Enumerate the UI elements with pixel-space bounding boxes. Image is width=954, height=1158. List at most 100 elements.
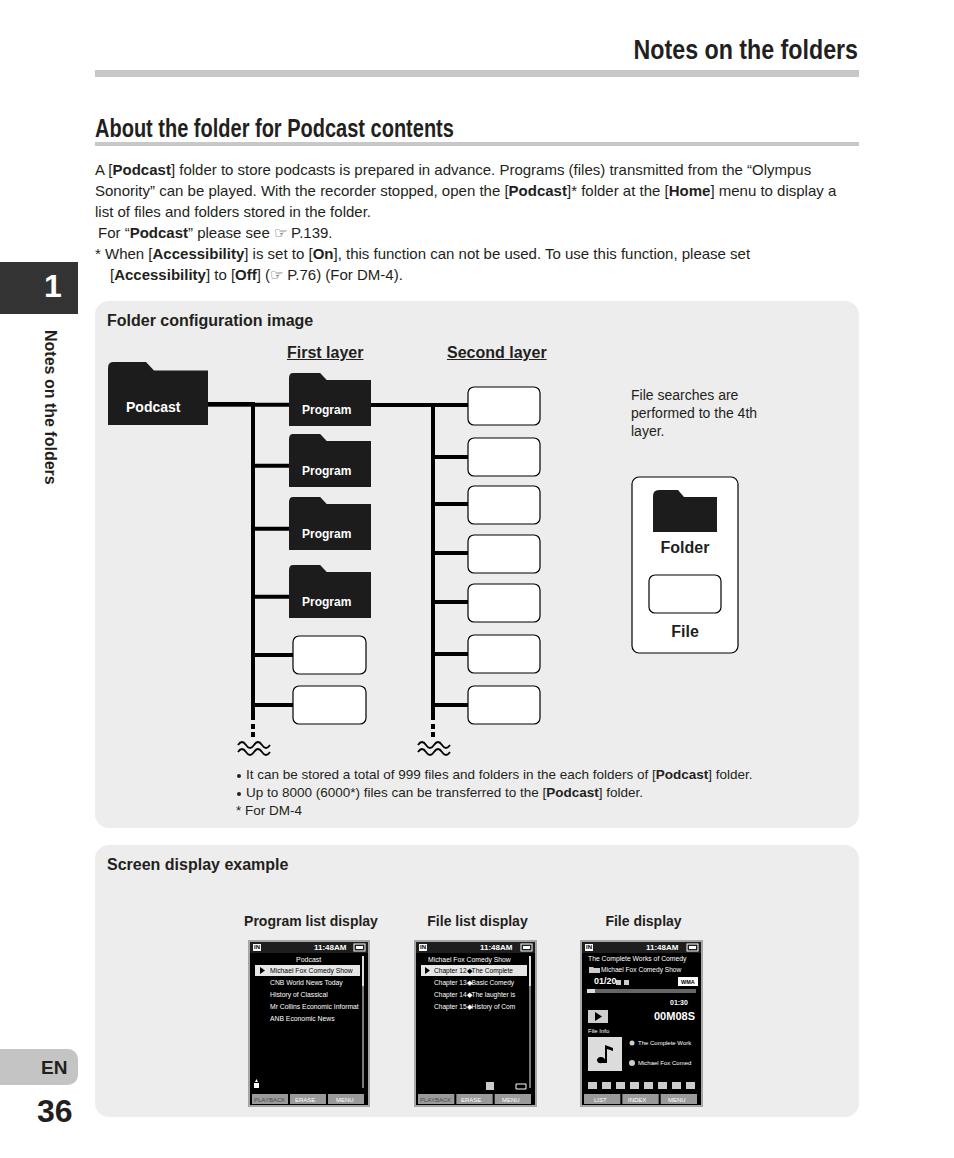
section-heading: About the folder for Podcast contents [95,114,454,143]
panel-node: Screen display exampleProgram list displ… [95,845,859,1117]
note-list: It can be stored a total of 999 files an… [246,766,851,820]
bold-term: Podcast [656,767,709,782]
layer-heading: First layer [287,344,363,362]
folder-shape [289,373,371,426]
screen-caption: File display [562,912,725,930]
screen-text: 11:48AM [646,943,678,952]
screen-text: INDEX [628,1097,646,1104]
bold-term: Podcast [509,182,567,199]
note-text: File searches are performed to the 4th l… [631,386,781,440]
bold-term: Podcast [130,224,188,241]
footnote-text: * For DM-4 [236,802,851,820]
folder-node: Program [289,434,371,487]
body-paragraph: A [Podcast] folder to store podcasts is … [95,159,840,222]
screen-text: History of Classical [270,991,328,999]
screen-text: LIST [594,1097,607,1104]
folder-node: Program [289,565,371,618]
panel-heading: Screen display example [107,856,288,874]
screen-text: Podcast [296,956,321,964]
bullet-dot [237,792,241,796]
bold-term: Home [669,182,711,199]
folder-node: Podcast [108,362,208,425]
folder-label: Program [302,403,351,417]
file-box [293,387,540,724]
page-title: Notes on the folders [634,35,858,66]
screen-text: PLAYBACK [254,1097,285,1104]
language-tab [0,1049,78,1085]
screen-text: ERASE [295,1097,315,1104]
screen-text: Mr Collins Economic Informat [270,1003,359,1011]
screen-node: Program list displayIN11:48AMPodcastMich… [248,940,370,1107]
bold-term: On [313,245,334,262]
legend-box [632,477,738,653]
continuation-wave [238,742,450,755]
screen-text: Chapter 15◆History of Com [434,1003,515,1011]
screen-text: MENU [668,1097,686,1104]
bold-term: Off [235,266,257,283]
folder-label: Program [302,527,351,541]
screen-text: 00M08S [654,1010,695,1023]
screen-text: 11:48AM [480,943,512,952]
screen-text: Chapter 12◆The Complete [434,967,513,975]
screen-caption: File list display [396,912,559,930]
body-paragraph: For “Podcast” please see ☞ P.139. [98,222,840,243]
legend-text: File [632,623,738,641]
screen-text: Chapter 14◆The laughter is [434,991,515,999]
rule-bar [95,70,859,77]
screen-text: ERASE [461,1097,481,1104]
language-code: EN [41,1057,67,1079]
tree-connector [208,404,289,529]
screen-text: The Complete Work [638,1040,691,1047]
legend-text: Folder [632,539,738,557]
text-column: A [Podcast] folder to store podcasts is … [95,159,840,285]
folder-shape [289,434,371,487]
screen-node: File displayIN11:48AMThe Complete Works … [580,940,703,1107]
screen-node: File list displayIN11:48AMMichael Fox Co… [414,940,537,1107]
chapter-side-title: Notes on the folders [41,330,59,485]
folder-node: Program [289,497,371,550]
folder-sample [653,490,717,532]
screen-text: The Complete Works of Comedy [588,955,686,963]
bold-term: Podcast [113,161,171,178]
panel-ground [95,845,859,1117]
folder-label: Program [302,464,351,478]
footnote-paragraph: * When [Accessibility] is set to [On], t… [95,243,840,285]
screen-text: PLAYBACK [420,1097,451,1104]
screen-text: 01:30 [670,999,688,1007]
screen-text: IN [419,944,427,951]
panel-ground [95,301,859,828]
screen-text: WMA [680,979,696,985]
layer-heading: Second layer [447,344,547,362]
screen-caption: Program list display [230,912,392,930]
panel-heading: Folder configuration image [107,312,313,330]
screen-text: 11:48AM [314,943,346,952]
bold-term: Accessibility [153,245,245,262]
screen-text: Michael Fox Comed [638,1060,691,1067]
screen-text: MENU [336,1097,354,1104]
screen-graphics [416,942,535,1105]
screen-text: Michael Fox Comedy Show [601,966,681,974]
panel-node: Folder configuration imagePodcastProgram… [95,301,859,828]
folder-shape [108,362,208,425]
file-sample [649,575,721,613]
tree-lines [253,404,468,738]
screen-text: ANB Economic News [270,1015,335,1023]
folder-node: Program [289,373,371,426]
screen-text: IN [585,944,593,951]
tree-connector [208,404,289,597]
screen-graphics [250,942,368,1105]
screen-text: 01/20 [594,976,617,986]
rule-bar [95,142,859,146]
bullet-dot [237,774,241,778]
folder-shape [289,497,371,550]
screen-text: File Info [588,1028,609,1035]
screen-text: Michael Fox Comedy Show [270,967,353,975]
folder-shape [289,565,371,618]
tree-connector [208,404,289,466]
screen-text: Michael Fox Comedy Show [428,956,511,964]
bold-term: Accessibility [114,266,206,283]
folder-label: Podcast [126,399,180,415]
bullet-note: Up to 8000 (6000*) files can be transfer… [246,784,851,802]
screen-text: IN [253,944,261,951]
chapter-number: 1 [36,268,70,305]
